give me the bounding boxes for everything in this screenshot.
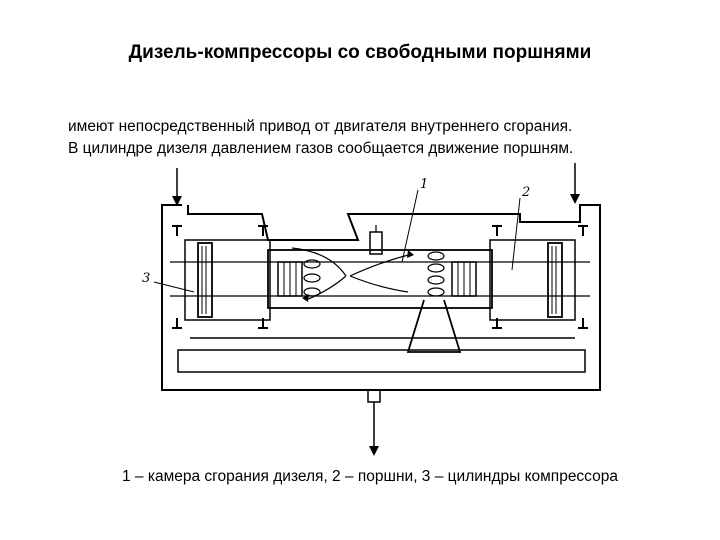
compressor-cylinder-left	[184, 239, 271, 321]
description-line-2: В цилиндре дизеля давлением газов сообща…	[68, 140, 574, 157]
housing-inner	[177, 349, 586, 373]
description: имеют непосредственный привод от двигате…	[68, 116, 688, 160]
compressor-piston-left	[197, 242, 213, 318]
description-line-1: имеют непосредственный привод от двигате…	[68, 118, 573, 135]
figure-caption: 1 – камера сгорания дизеля, 2 – поршни, …	[122, 468, 618, 485]
label-1: 1	[420, 177, 428, 192]
housing-outline	[161, 204, 601, 391]
diesel-cylinder	[267, 249, 493, 309]
label-3: 3	[142, 271, 150, 286]
exhaust-outlet	[406, 299, 462, 353]
label-2: 2	[521, 185, 530, 200]
compressor-piston-right	[547, 242, 563, 318]
compressor-cylinder-right	[489, 239, 576, 321]
slide-title: Дизель-компрессоры со свободными поршням…	[128, 42, 592, 63]
